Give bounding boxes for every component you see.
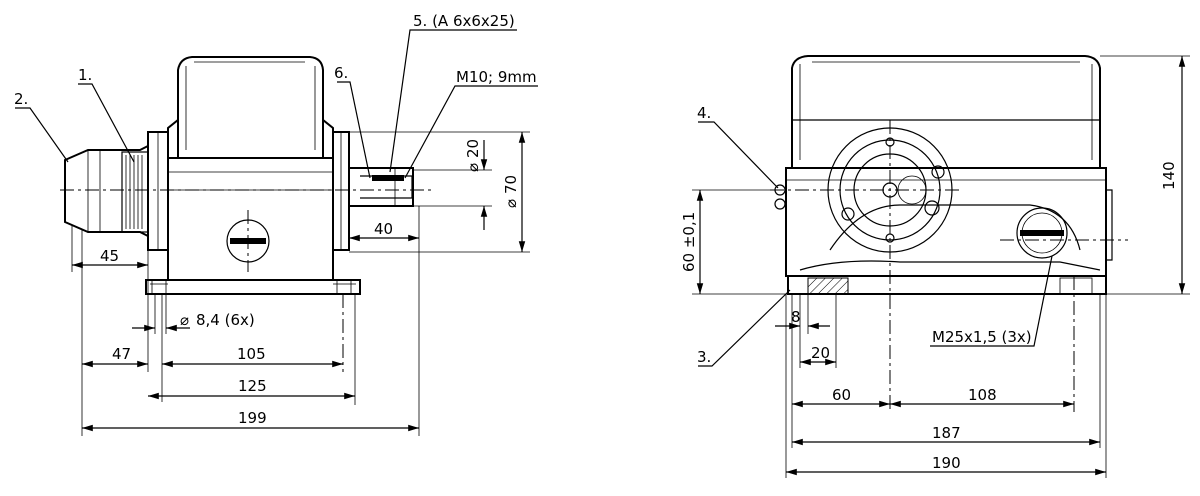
dim-dia-20: ⌀ 20 xyxy=(464,139,482,172)
leader-3 xyxy=(698,289,791,367)
handwheel-cap xyxy=(64,144,149,238)
dim-8: 8 xyxy=(791,308,801,326)
cable-entry-front-slot xyxy=(1020,230,1064,236)
screw-1 xyxy=(841,207,855,221)
dim-140: 140 xyxy=(1160,161,1178,190)
screw-3 xyxy=(924,200,940,216)
callout-4: 4. xyxy=(697,104,711,122)
leader-m25 xyxy=(930,255,1053,347)
leader-2 xyxy=(15,107,69,163)
housing-foot-front xyxy=(787,275,1107,295)
housing-body xyxy=(167,157,334,281)
housing-lid-front xyxy=(791,55,1101,169)
dim-47: 47 xyxy=(112,345,131,363)
dim-199: 199 xyxy=(238,409,267,427)
dim-187: 187 xyxy=(932,424,961,442)
dim-40: 40 xyxy=(374,220,393,238)
callout-2: 2. xyxy=(14,90,28,108)
dim-45: 45 xyxy=(100,247,119,265)
leader-4 xyxy=(698,121,779,189)
leader-1 xyxy=(78,83,135,163)
dim-60-tol: 60 ±0,1 xyxy=(680,212,698,272)
housing-body-front xyxy=(785,167,1107,277)
left-view xyxy=(15,29,538,436)
leader-6 xyxy=(337,81,371,179)
svg-text:⌀: ⌀ xyxy=(180,311,189,329)
dim-20: 20 xyxy=(811,344,830,362)
callout-3: 3. xyxy=(697,348,711,366)
callout-6: 6. xyxy=(334,64,348,82)
shaft-thread-label: M10; 9mm xyxy=(456,68,537,86)
svg-text:8,4 (6x): 8,4 (6x) xyxy=(196,311,255,329)
m25-thread-label: M25x1,5 (3x) xyxy=(932,328,1032,346)
svg-text:⌀: ⌀ xyxy=(502,199,520,208)
actuator-shaft xyxy=(348,167,414,207)
cable-entry-front xyxy=(1016,207,1068,259)
callout-1: 1. xyxy=(78,66,92,84)
lid-shoulder-left xyxy=(167,117,179,159)
svg-text:20: 20 xyxy=(464,139,482,158)
dim-190: 190 xyxy=(932,454,961,472)
dim-105: 105 xyxy=(237,345,266,363)
feather-key xyxy=(372,175,404,181)
right-view xyxy=(692,55,1190,478)
dim-108: 108 xyxy=(968,386,997,404)
leader-thread xyxy=(404,85,538,179)
dim-dia-70: ⌀ 70 xyxy=(502,175,520,208)
leader-5 xyxy=(389,29,517,173)
dim-125: 125 xyxy=(238,377,267,395)
lid-shoulder-right xyxy=(322,117,334,159)
housing-foot xyxy=(145,279,361,295)
dim-hole: ⌀ 8,4 (6x) xyxy=(180,311,255,329)
svg-text:⌀: ⌀ xyxy=(464,163,482,172)
svg-text:70: 70 xyxy=(502,175,520,194)
housing-lid xyxy=(177,56,324,159)
callout-5: 5. (A 6x6x25) xyxy=(413,12,515,30)
screw-2 xyxy=(931,165,945,179)
dim-60: 60 xyxy=(832,386,851,404)
